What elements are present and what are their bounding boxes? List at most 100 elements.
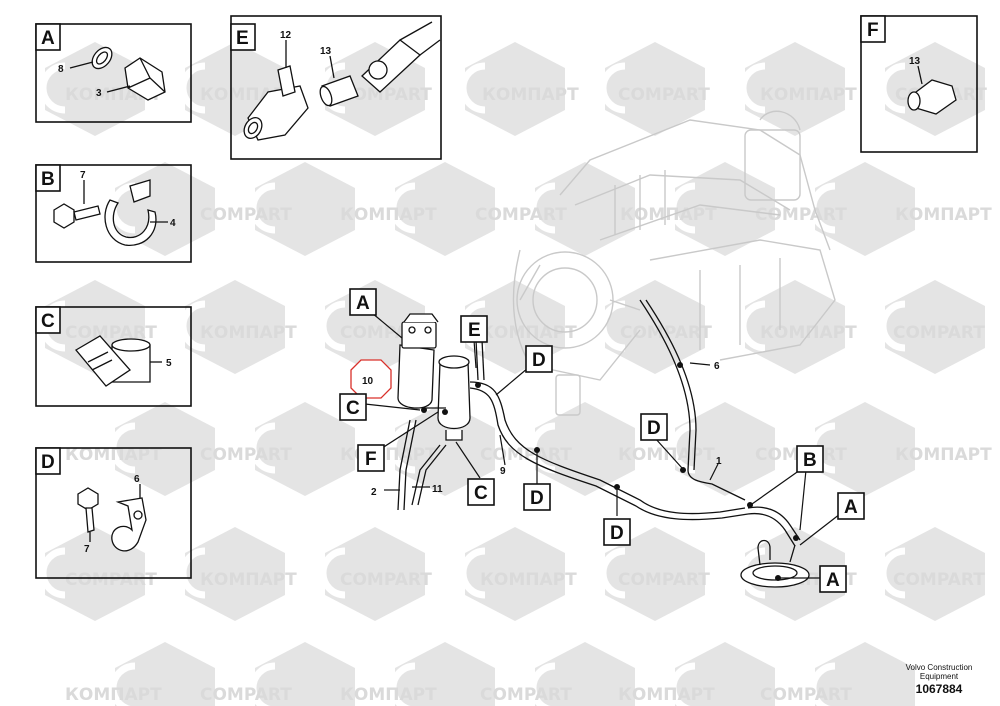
inset-e-parts: 12 13 xyxy=(243,21,441,141)
watermark-text: КОМПАРТ xyxy=(340,445,437,465)
inset-c-tab: C xyxy=(35,306,61,334)
callout-label: D xyxy=(532,350,546,371)
callout-f: F xyxy=(357,444,385,472)
watermark-text: КОМПАРТ xyxy=(340,685,437,705)
inset-a-tab: A xyxy=(35,23,61,51)
watermark-text: КОМПАРТ xyxy=(65,445,162,465)
callout-a-right-lower: A xyxy=(819,565,847,593)
callout-label: A xyxy=(844,497,858,518)
inset-c-label: C xyxy=(41,311,55,332)
callout-d-upper: D xyxy=(525,345,553,373)
watermark-text: COMPART xyxy=(200,205,292,225)
callout-label: C xyxy=(346,398,360,419)
watermark-text: COMPART xyxy=(618,85,710,105)
inset-c-parts: 5 xyxy=(75,335,172,387)
part-number: 13 xyxy=(320,46,332,57)
inset-b-tab: B xyxy=(35,164,61,192)
water-separator-icon xyxy=(397,344,435,409)
part-number: 7 xyxy=(84,544,90,555)
watermark-text: COMPART xyxy=(755,205,847,225)
p-clip-icon xyxy=(111,497,147,552)
manufacturer-line: Equipment xyxy=(919,672,959,681)
callout-c-left: C xyxy=(339,393,367,421)
part-number: 6 xyxy=(714,361,720,372)
inset-d-label: D xyxy=(41,452,55,473)
part-number: 6 xyxy=(134,474,140,485)
inset-b-label: B xyxy=(41,169,55,190)
inset-d-parts: 6 7 xyxy=(77,474,147,555)
inset-f-box xyxy=(860,15,978,153)
watermark-text: COMPART xyxy=(340,570,432,590)
filter-head-icon xyxy=(401,321,437,349)
callout-label: C xyxy=(474,483,488,504)
inset-f-label: F xyxy=(867,20,879,41)
inset-e-tab: E xyxy=(230,23,256,51)
inset-b-box xyxy=(35,164,192,263)
watermark-text: COMPART xyxy=(340,85,432,105)
callout-a-filter: A xyxy=(349,288,377,316)
watermark-text: КОМПАРТ xyxy=(200,323,297,343)
callout-label: F xyxy=(365,449,377,470)
inset-e-box xyxy=(230,15,442,160)
inset-c-box xyxy=(35,306,192,407)
callout-label: B xyxy=(803,450,817,471)
callout-d-right: D xyxy=(640,413,668,441)
main-part-numbers: 9 2 11 1 6 xyxy=(371,361,722,498)
manufacturer-line: Volvo Construction xyxy=(905,663,973,672)
watermark-text: COMPART xyxy=(200,685,292,705)
fuel-lines xyxy=(397,299,801,547)
bolt-icon xyxy=(53,203,75,229)
watermark-text: КОМПАРТ xyxy=(618,445,715,465)
part-number: 3 xyxy=(96,88,102,99)
manufacturer-credit: Volvo Construction Equipment xyxy=(894,663,984,681)
callout-b: B xyxy=(796,445,824,473)
valve-icon xyxy=(247,85,309,141)
inset-a-label: A xyxy=(41,28,55,49)
watermark-text: КОМПАРТ xyxy=(620,205,717,225)
inset-d-box xyxy=(35,447,192,579)
watermark-text: COMPART xyxy=(618,570,710,590)
part-number: 7 xyxy=(80,170,86,181)
callout-d-low: D xyxy=(603,518,631,546)
callout-boxes: A E D C F C D D xyxy=(339,288,865,593)
tank-sender-unit xyxy=(740,539,810,588)
watermark-text: КОМПАРТ xyxy=(618,685,715,705)
watermark-text: COMPART xyxy=(760,685,852,705)
callout-label: D xyxy=(610,523,624,544)
part-number: 11 xyxy=(432,484,443,495)
inset-panels xyxy=(35,15,978,579)
callout-d-mid: D xyxy=(523,483,551,511)
line-fittings xyxy=(421,362,799,581)
part-number: 4 xyxy=(170,218,176,229)
watermark-text: COMPART xyxy=(475,205,567,225)
inset-tabs: A E F B C D xyxy=(35,15,886,475)
bolt-icon xyxy=(77,487,99,511)
watermark-text: КОМПАРТ xyxy=(200,570,297,590)
inset-a-box xyxy=(35,23,192,123)
watermark-text: КОМПАРТ xyxy=(480,570,577,590)
part-number: 9 xyxy=(500,466,506,477)
leader-lines xyxy=(364,312,841,579)
watermark-text: COMPART xyxy=(893,570,985,590)
watermark-layer: КОМПАРТ КОМПАРТ COMPART КОМПАРТ COMPART … xyxy=(43,42,992,706)
watermark-text: КОМПАРТ xyxy=(895,205,992,225)
watermark-text: COMPART xyxy=(480,685,572,705)
watermark-text: КОМПАРТ xyxy=(480,323,577,343)
callout-c-lower: C xyxy=(467,478,495,506)
part-number: 2 xyxy=(371,487,377,498)
grommet-icon xyxy=(75,335,131,387)
callout-label: A xyxy=(826,570,840,591)
clamp-icon xyxy=(104,199,157,246)
inset-f-parts: 13 xyxy=(907,56,957,115)
callout-a-right-upper: A xyxy=(837,492,865,520)
callout-e: E xyxy=(460,315,488,343)
inset-a-parts: 8 3 xyxy=(58,46,166,101)
inset-b-parts: 7 4 xyxy=(53,170,176,246)
drawing-number: 1067884 xyxy=(915,682,963,696)
watermark-text: КОМПАРТ xyxy=(340,205,437,225)
watermark-text: COMPART xyxy=(893,323,985,343)
callout-label: D xyxy=(647,418,661,439)
part-number: 12 xyxy=(280,30,292,41)
engine-outline xyxy=(512,110,836,416)
